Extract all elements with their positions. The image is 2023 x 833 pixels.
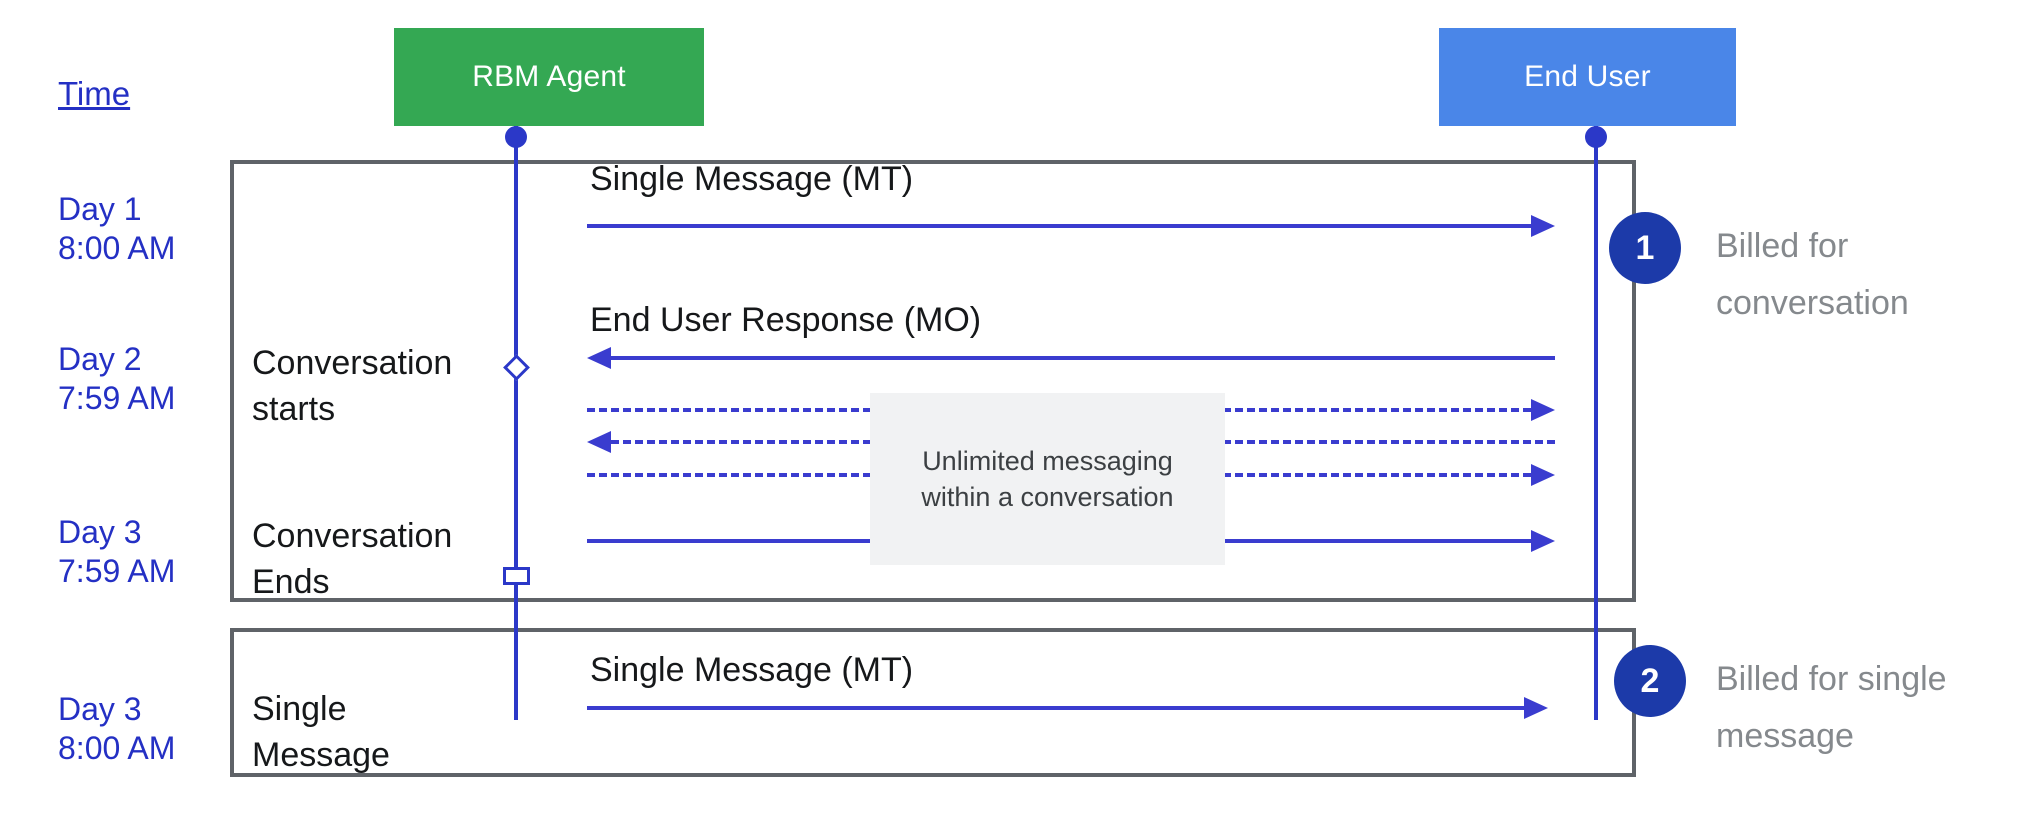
end-user-lifeline-dot-icon — [1585, 126, 1607, 148]
phase-label-single-message: Single Message — [252, 690, 390, 774]
actor-label-rbm-agent: RBM Agent — [472, 60, 626, 93]
badge-number: 2 — [1640, 661, 1660, 700]
phase-label-conversation-ends: Conversation Ends — [252, 517, 453, 601]
billed-for-single-message-label: Billed for single message — [1716, 660, 1947, 755]
time-label-day3-late: Day 3 8:00 AM — [58, 691, 176, 766]
arrow-line-mt-2 — [587, 706, 1524, 710]
unlimited-messaging-note: Unlimited messaging within a conversatio… — [870, 393, 1225, 565]
arrowhead-left-icon — [587, 431, 611, 453]
actor-box-rbm-agent: RBM Agent — [394, 28, 704, 126]
rbm-agent-lifeline-dot-icon — [505, 126, 527, 148]
conversation-end-square-icon — [503, 567, 530, 585]
arrowhead-right-icon — [1531, 399, 1555, 421]
time-label-day3-early: Day 3 7:59 AM — [58, 514, 176, 589]
badge-number: 1 — [1635, 228, 1655, 267]
message-label-end-user-response-mo: End User Response (MO) — [590, 301, 982, 339]
billing-badge-1: 1 — [1609, 212, 1681, 284]
time-label-day1: Day 1 8:00 AM — [58, 191, 176, 266]
arrowhead-right-icon — [1531, 215, 1555, 237]
arrowhead-right-icon — [1524, 697, 1548, 719]
time-label-day2: Day 2 7:59 AM — [58, 341, 176, 416]
time-link[interactable]: Time — [58, 75, 131, 112]
conversation-frame — [230, 160, 1636, 602]
single-message-frame — [230, 628, 1636, 777]
arrowhead-left-icon — [587, 347, 611, 369]
billing-badge-2: 2 — [1614, 645, 1686, 717]
message-label-single-message-mt-1: Single Message (MT) — [590, 160, 914, 198]
end-user-lifeline — [1594, 126, 1598, 720]
arrow-line-mo — [611, 356, 1555, 360]
actor-label-end-user: End User — [1524, 60, 1651, 93]
arrow-line-mt-1 — [587, 224, 1531, 228]
arrowhead-right-icon — [1531, 464, 1555, 486]
message-label-single-message-mt-2: Single Message (MT) — [590, 651, 914, 689]
arrowhead-right-icon — [1531, 530, 1555, 552]
actor-box-end-user: End User — [1439, 28, 1736, 126]
phase-label-conversation-starts: Conversation starts — [252, 344, 453, 428]
rbm-agent-lifeline — [514, 126, 518, 720]
billed-for-conversation-label: Billed for conversation — [1716, 227, 1909, 322]
